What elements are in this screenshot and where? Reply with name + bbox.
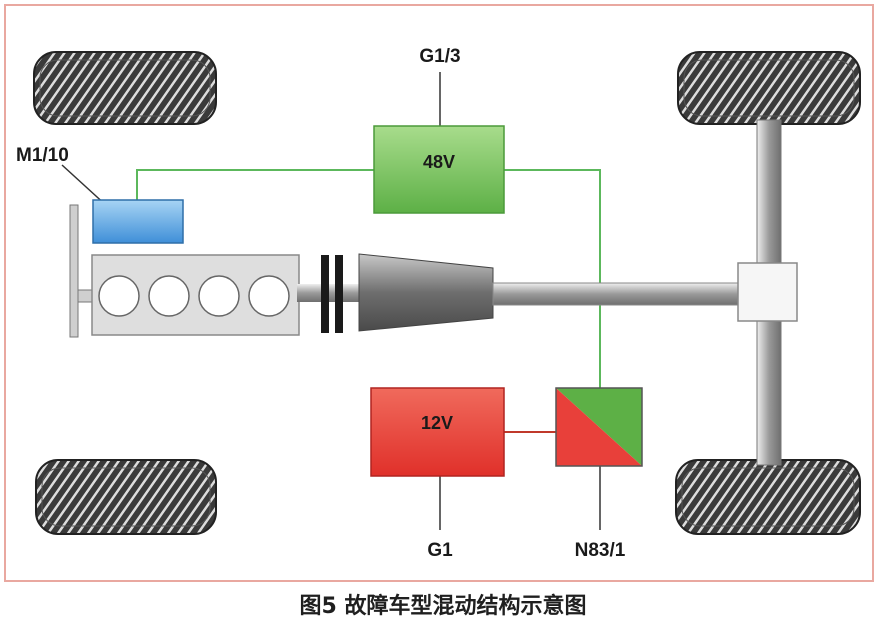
battery-12v xyxy=(370,387,505,477)
wheel-front-left xyxy=(33,51,217,125)
wheel-front-right xyxy=(677,51,861,125)
battery-48v xyxy=(373,125,505,214)
label-g13: G1/3 xyxy=(419,46,460,67)
wheel-rear-left xyxy=(35,459,217,535)
propeller-shaft xyxy=(492,282,744,306)
clutch-plate-2 xyxy=(335,255,343,333)
dcdc-converter-n831 xyxy=(555,387,643,467)
gearbox xyxy=(358,253,494,332)
clutch-plate-1 xyxy=(321,255,329,333)
figure-caption: 图5 故障车型混动结构示意图 xyxy=(299,594,587,619)
label-m110: M1/10 xyxy=(16,145,69,166)
engine-block xyxy=(69,204,300,338)
label-n831: N83/1 xyxy=(575,540,626,561)
label-g1: G1 xyxy=(427,540,453,561)
wheel-rear-right xyxy=(675,459,861,535)
battery-12v-label: 12V xyxy=(421,413,453,433)
wire-48v-network xyxy=(136,72,601,388)
battery-48v-label: 48V xyxy=(423,152,455,172)
rear-differential xyxy=(737,262,798,322)
starter-motor-m110 xyxy=(92,199,184,244)
